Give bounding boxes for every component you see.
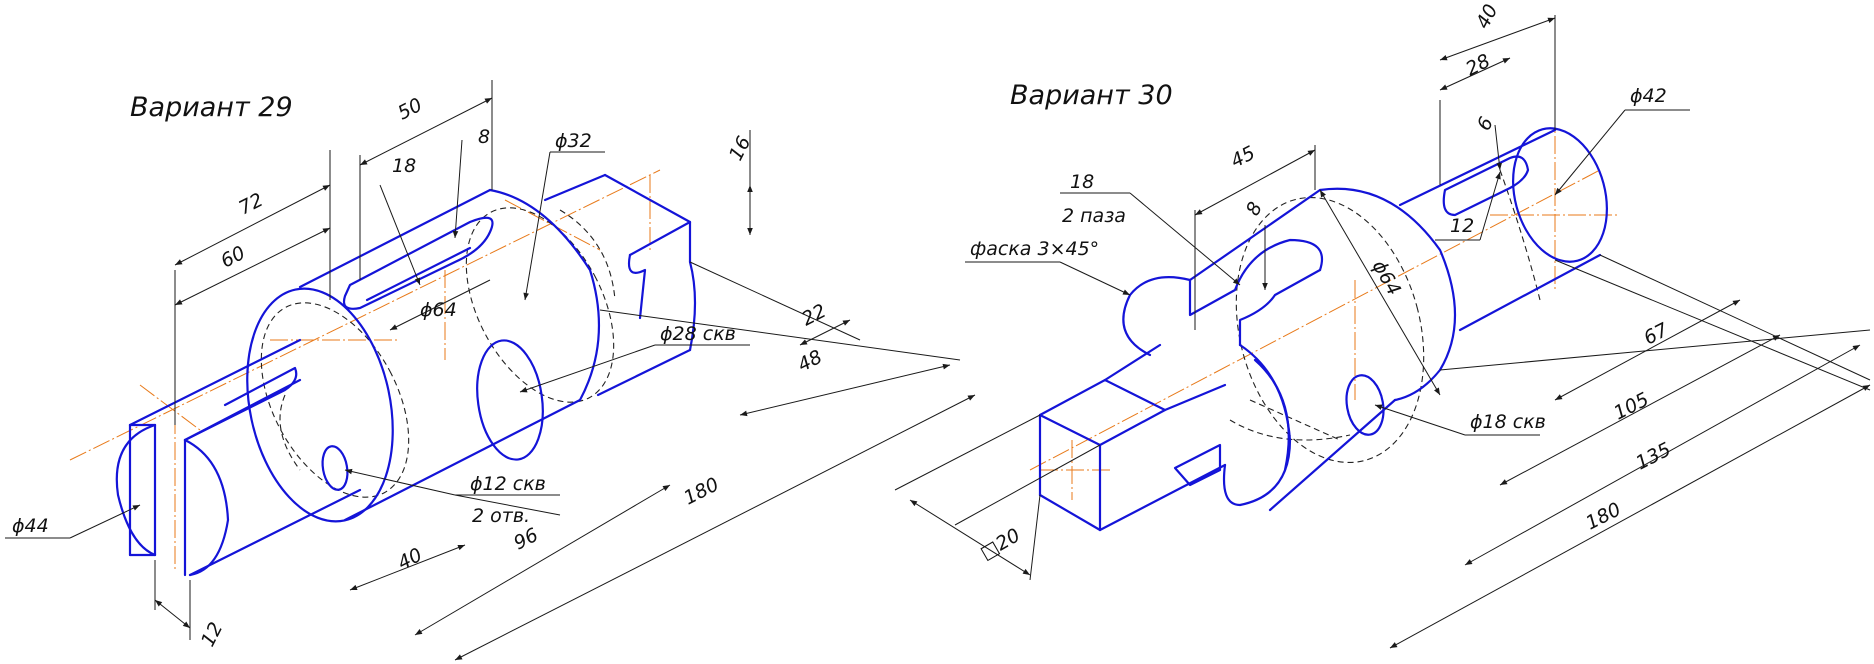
variant-29-drawing: Вариант 29 <box>5 80 976 661</box>
dim-phi18-through: ϕ18 скв <box>1470 411 1546 433</box>
dim-105: 105 <box>1610 388 1652 424</box>
dim-square-20: □20 <box>977 524 1024 564</box>
dim-phi28-through: ϕ28 скв <box>660 323 736 345</box>
dim-12: 12 <box>197 619 228 651</box>
dim-phi64: ϕ64 <box>420 299 457 321</box>
variant-30-dimension-lines <box>894 15 1871 649</box>
dim-96: 96 <box>510 524 542 555</box>
dim-45: 45 <box>1227 142 1259 173</box>
dim-18: 18 <box>392 155 416 177</box>
dim-50: 50 <box>394 94 426 125</box>
dim-phi44: ϕ44 <box>12 515 49 537</box>
dim-phi32: ϕ32 <box>555 130 592 152</box>
variant-29-hidden-lines <box>260 207 616 498</box>
dim-two-slots: 2 паза <box>1062 205 1126 227</box>
dim-16: 16 <box>725 133 756 165</box>
dim-40: 40 <box>394 544 426 575</box>
dim-phi64: ϕ64 <box>1368 257 1405 300</box>
dim-chamfer: фаска 3×45° <box>970 238 1099 260</box>
variant-30-outline <box>1038 127 1608 532</box>
dim-60: 60 <box>217 242 249 273</box>
dim-22: 22 <box>798 300 830 331</box>
dim-67: 67 <box>1640 319 1672 350</box>
variant-29-dimension-lines <box>5 80 976 661</box>
variant-30-axes <box>1029 110 1620 500</box>
dim-6: 6 <box>1473 114 1498 135</box>
dim-135: 135 <box>1632 438 1674 474</box>
dim-phi42: ϕ42 <box>1630 85 1667 107</box>
dim-40: 40 <box>1472 1 1503 33</box>
dim-48: 48 <box>794 346 826 377</box>
dim-28: 28 <box>1462 50 1494 81</box>
variant-29-title: Вариант 29 <box>130 92 293 123</box>
dim-18: 18 <box>1070 171 1094 193</box>
dim-180: 180 <box>680 473 722 509</box>
dim-12: 12 <box>1450 215 1474 237</box>
variant-29-dimension-labels: 50 72 60 18 8 ϕ32 16 ϕ64 22 48 ϕ28 скв ϕ… <box>12 94 830 650</box>
dim-two-holes: 2 отв. <box>472 505 530 527</box>
dim-8: 8 <box>478 126 490 148</box>
dim-180: 180 <box>1582 498 1624 534</box>
dim-8: 8 <box>1242 199 1267 220</box>
dim-phi12-through: ϕ12 скв <box>470 473 546 495</box>
variant-30-title: Вариант 30 <box>1010 80 1173 111</box>
variant-30-drawing: Вариант 30 <box>894 1 1871 649</box>
dim-72: 72 <box>235 189 267 220</box>
